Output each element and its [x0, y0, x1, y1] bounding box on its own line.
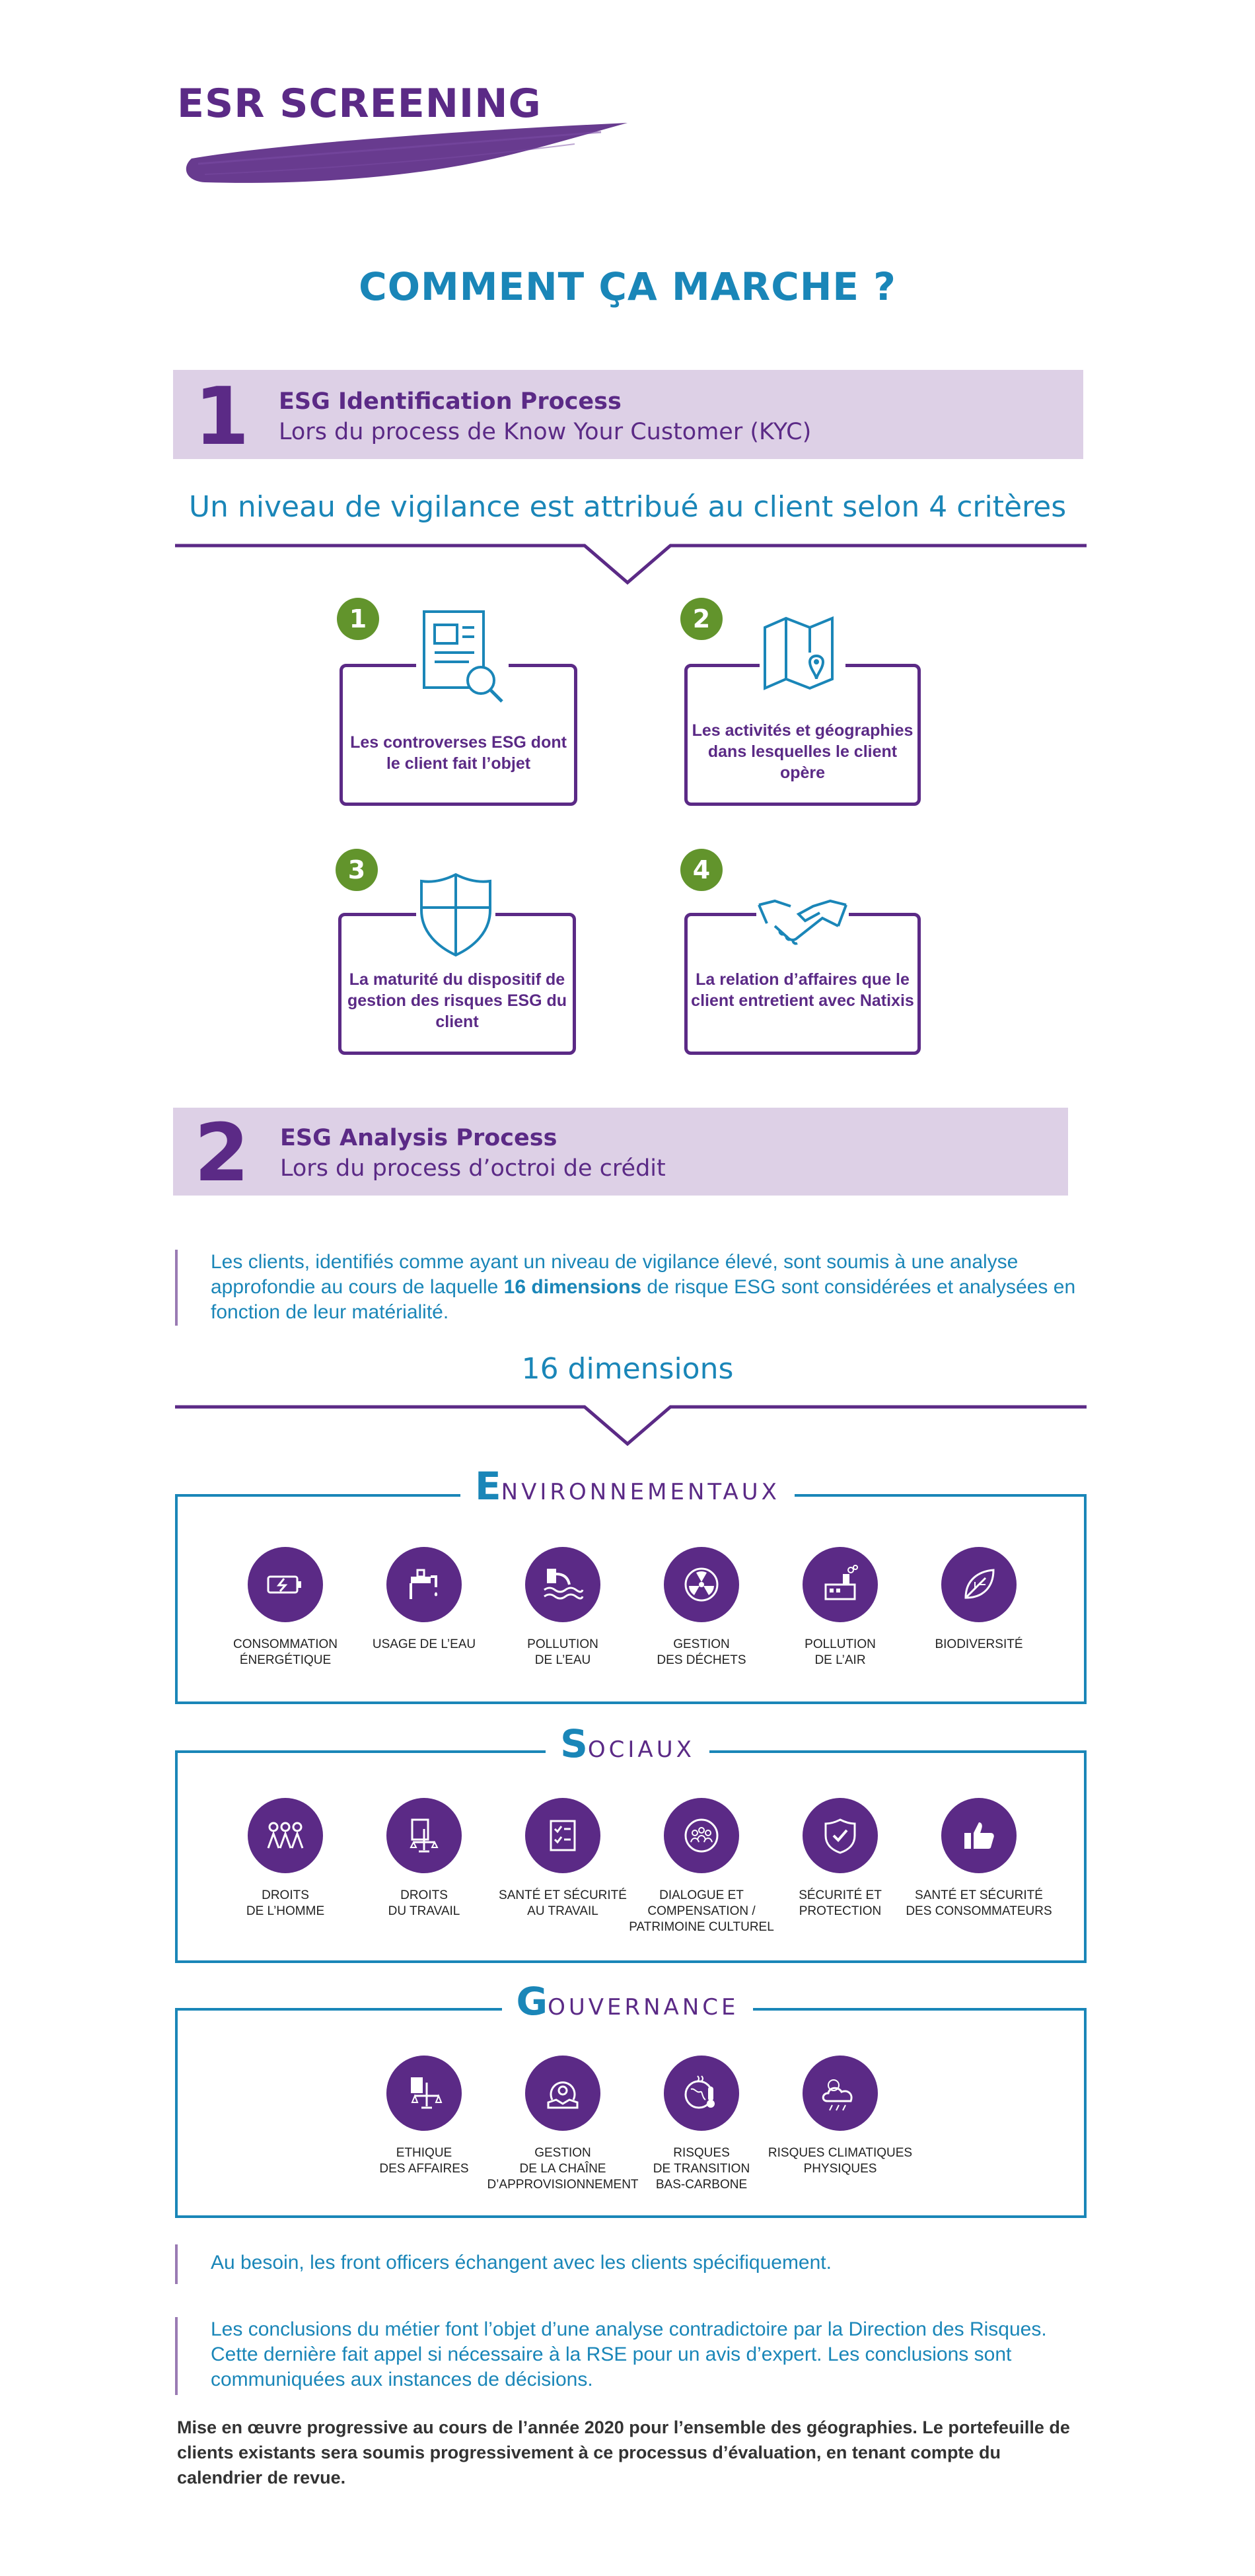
criterion-text: La relation d’affaires que le client ent… — [691, 970, 914, 1010]
step-number: 1 — [194, 371, 250, 463]
dimension-label: CONSOMMATION ÉNERGÉTIQUE — [233, 1637, 338, 1667]
people-icon — [248, 1798, 323, 1873]
dimension-label: RISQUES CLIMATIQUES PHYSIQUES — [768, 2146, 913, 2176]
document-search-icon — [416, 606, 509, 705]
dimension-item: CONSOMMATION ÉNERGÉTIQUE — [206, 1547, 365, 1668]
dimension-label: POLLUTION DE L’AIR — [805, 1637, 876, 1667]
handshake-icon — [756, 892, 849, 951]
storm-cloud-icon — [803, 2056, 878, 2131]
front-officers-note: Au besoin, les front officers échangent … — [175, 2244, 1087, 2284]
dimension-label: POLLUTION DE L’EAU — [527, 1637, 598, 1667]
earth-thermometer-icon — [664, 2056, 739, 2131]
dimension-item: GESTION DES DÉCHETS — [622, 1547, 781, 1668]
dimension-item: DROITS DE L’HOMME — [206, 1798, 365, 1919]
criterion-text: Les controverses ESG dont le client fait… — [350, 733, 567, 773]
leaf-icon — [941, 1547, 1017, 1622]
dimension-item: SANTÉ ET SÉCURITÉ DES CONSOMMATEURS — [900, 1798, 1058, 1919]
step-1-banner: 1 ESG Identification Process Lors du pro… — [173, 370, 1083, 459]
dimension-item: SÉCURITÉ ET PROTECTION — [761, 1798, 919, 1919]
water-tap-icon — [386, 1547, 462, 1622]
brush-stroke-decoration — [186, 123, 628, 183]
dimensions-heading: 16 dimensions — [521, 1352, 734, 1386]
water-pollution-icon — [525, 1547, 600, 1622]
dimension-item: RISQUES CLIMATIQUES PHYSIQUES — [761, 2056, 919, 2177]
dimension-label: DIALOGUE ET COMPENSATION / PATRIMOINE CU… — [629, 1888, 774, 1934]
dimension-label: RISQUES DE TRANSITION BAS-CARBONE — [653, 2146, 750, 2192]
dimension-item: ETHIQUE DES AFFAIRES — [345, 2056, 503, 2177]
title-rest: OUVERNANCE — [548, 1994, 739, 2021]
step-subtitle: Lors du process d’octroi de crédit — [280, 1155, 666, 1182]
title-initial: G — [516, 1979, 548, 2024]
dimension-label: SÉCURITÉ ET PROTECTION — [799, 1888, 882, 1918]
shield-icon — [416, 871, 495, 960]
step-title: ESG Identification Process — [279, 388, 622, 415]
dimension-label: SANTÉ ET SÉCURITÉ DES CONSOMMATEURS — [906, 1888, 1052, 1918]
labor-scales-icon — [386, 1798, 462, 1873]
dimension-label: DROITS DU TRAVAIL — [388, 1888, 460, 1918]
criterion-badge: 3 — [336, 849, 378, 891]
section-subtitle: COMMENT ÇA MARCHE ? — [359, 264, 896, 309]
dimension-item: POLLUTION DE L’EAU — [484, 1547, 642, 1668]
map-pin-icon — [760, 613, 845, 696]
conclusions-note: Les conclusions du métier font l’objet d… — [175, 2317, 1087, 2395]
dimension-item: DROITS DU TRAVAIL — [345, 1798, 503, 1919]
dimension-label: ETHIQUE DES AFFAIRES — [379, 2146, 469, 2176]
page-title: ESR SCREENING — [177, 81, 542, 127]
divider-chevron — [175, 1405, 1087, 1447]
dimension-item: SANTÉ ET SÉCURITÉ AU TRAVAIL — [484, 1798, 642, 1919]
supply-chain-icon — [525, 2056, 600, 2131]
dimension-item: RISQUES DE TRANSITION BAS-CARBONE — [622, 2056, 781, 2193]
criterion-card: La relation d’affaires que le client ent… — [684, 913, 921, 1055]
factory-icon — [803, 1547, 878, 1622]
step-title: ESG Analysis Process — [280, 1125, 557, 1151]
divider-chevron — [175, 544, 1087, 585]
dimension-label: DROITS DE L’HOMME — [246, 1888, 325, 1918]
analysis-text-bold: 16 dimensions — [503, 1276, 642, 1298]
analysis-paragraph: Les clients, identifiés comme ayant un n… — [175, 1250, 1087, 1326]
step-subtitle: Lors du process de Know Your Customer (K… — [279, 419, 812, 445]
title-rest: NVIRONNEMENTAUX — [501, 1479, 780, 1505]
checklist-icon — [525, 1798, 600, 1873]
criteria-heading: Un niveau de vigilance est attribué au c… — [188, 490, 1067, 524]
footer-note: Mise en œuvre progressive au cours de l’… — [177, 2417, 1070, 2487]
analysis-text-part2: de risque ESG sont considérées et analys… — [211, 1276, 1076, 1323]
social-title: SOCIAUX — [0, 1724, 1255, 1770]
shield-check-icon — [803, 1798, 878, 1873]
dimension-label: GESTION DES DÉCHETS — [657, 1637, 746, 1667]
dimension-item: BIODIVERSITÉ — [900, 1547, 1058, 1653]
analysis-text-part1: Les clients, identifiés comme ayant un n… — [211, 1251, 1019, 1298]
step-2-banner: 2 ESG Analysis Process Lors du process d… — [173, 1108, 1068, 1196]
dimension-label: GESTION DE LA CHAÎNE D’APPROVISIONNEMENT — [487, 2146, 639, 2192]
environmental-title: ENVIRONNEMENTAUX — [0, 1466, 1255, 1512]
criterion-text: Les activités et géographies dans lesque… — [692, 721, 914, 782]
dimension-label: BIODIVERSITÉ — [935, 1637, 1023, 1651]
thumbs-up-icon — [941, 1798, 1017, 1873]
title-initial: E — [475, 1464, 501, 1509]
radioactive-waste-icon — [664, 1547, 739, 1622]
dimension-item: POLLUTION DE L’AIR — [761, 1547, 919, 1668]
criterion-card: La maturité du dispositif de gestion des… — [338, 913, 576, 1055]
dimension-label: USAGE DE L’EAU — [372, 1637, 476, 1651]
criterion-badge: 4 — [680, 849, 723, 891]
ethics-scales-icon — [386, 2056, 462, 2131]
criterion-badge: 2 — [680, 598, 723, 640]
title-initial: S — [560, 1721, 588, 1766]
criterion-badge: 1 — [337, 598, 379, 640]
governance-title: GOUVERNANCE — [0, 1982, 1255, 2027]
dimension-item: USAGE DE L’EAU — [345, 1547, 503, 1653]
dimension-item: GESTION DE LA CHAÎNE D’APPROVISIONNEMENT — [484, 2056, 642, 2193]
battery-icon — [248, 1547, 323, 1622]
community-icon — [664, 1798, 739, 1873]
criterion-text: La maturité du dispositif de gestion des… — [347, 970, 567, 1031]
dimension-label: SANTÉ ET SÉCURITÉ AU TRAVAIL — [499, 1888, 627, 1918]
step-number: 2 — [194, 1108, 250, 1199]
title-rest: OCIAUX — [587, 1736, 695, 1763]
dimension-item: DIALOGUE ET COMPENSATION / PATRIMOINE CU… — [622, 1798, 781, 1935]
